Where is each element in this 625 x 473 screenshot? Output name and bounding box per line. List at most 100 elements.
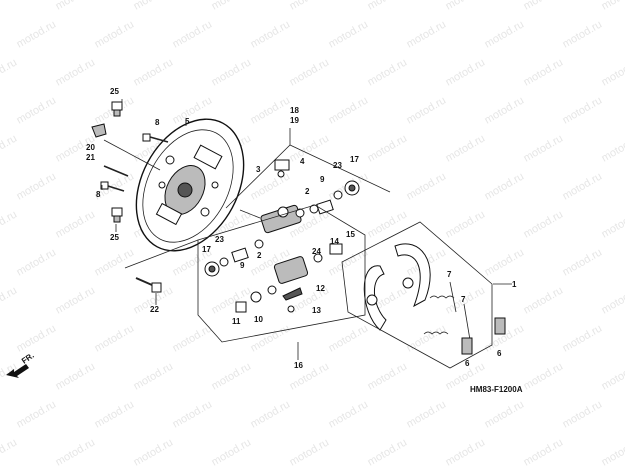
callout-3: 3 [256, 165, 261, 174]
watermark-text: motod.ru [54, 56, 98, 88]
watermark-text: motod.ru [522, 132, 566, 164]
watermark-text: motod.ru [522, 0, 566, 13]
watermark-text: motod.ru [15, 18, 59, 50]
watermark-text: motod.ru [132, 436, 176, 468]
part-20-clip [92, 124, 106, 137]
watermark-text: motod.ru [327, 398, 371, 430]
watermark-text: motod.ru [405, 398, 449, 430]
watermark-text: motod.ru [561, 322, 605, 354]
watermark-text: motod.ru [171, 398, 215, 430]
watermark-text: motod.ru [561, 94, 605, 126]
callout-18: 18 [290, 106, 299, 115]
callout-2-lower: 2 [257, 251, 262, 260]
watermark-text: motod.ru [483, 94, 527, 126]
watermark-text: motod.ru [405, 94, 449, 126]
watermark-text: motod.ru [444, 56, 488, 88]
watermark-text: motod.ru [288, 56, 332, 88]
watermark-text: motod.ru [210, 0, 254, 13]
diagram-code: HM83-F1200A [470, 385, 523, 394]
watermark-text: motod.ru [444, 132, 488, 164]
watermark-text: motod.ru [0, 132, 19, 164]
watermark-text: motod.ru [600, 56, 625, 88]
callout-1: 1 [512, 280, 517, 289]
callout-15: 15 [346, 230, 355, 239]
watermark-text: motod.ru [210, 360, 254, 392]
watermark-text: motod.ru [327, 94, 371, 126]
watermark-text: motod.ru [132, 0, 176, 13]
watermark-text: motod.ru [15, 322, 59, 354]
watermark-text: motod.ru [210, 436, 254, 468]
callout-6-left: 6 [465, 359, 470, 368]
watermark-text: motod.ru [15, 398, 59, 430]
watermark-text: motod.ru [0, 0, 19, 13]
callout-23-lower: 23 [215, 235, 224, 244]
callout-20: 20 [86, 143, 95, 152]
callout-2-upper: 2 [305, 187, 310, 196]
watermark-text: motod.ru [54, 436, 98, 468]
callout-17-upper: 17 [350, 155, 359, 164]
watermark-text: motod.ru [327, 18, 371, 50]
watermark-text: motod.ru [522, 56, 566, 88]
callout-25-top: 25 [110, 87, 119, 96]
watermark-text: motod.ru [444, 436, 488, 468]
watermark-text: motod.ru [405, 18, 449, 50]
watermark-text: motod.ru [54, 208, 98, 240]
callout-7-upper: 7 [447, 270, 452, 279]
callout-16: 16 [294, 361, 303, 370]
watermark-text: motod.ru [54, 284, 98, 316]
watermark-text: motod.ru [366, 132, 410, 164]
callout-24: 24 [312, 247, 321, 256]
watermark-text: motod.ru [405, 322, 449, 354]
callout-6-right: 6 [497, 349, 502, 358]
watermark-text: motod.ru [483, 18, 527, 50]
watermark-text: motod.ru [600, 132, 625, 164]
watermark-text: motod.ru [288, 132, 332, 164]
watermark-text: motod.ru [483, 246, 527, 278]
watermark-text: motod.ru [210, 56, 254, 88]
watermark-text: motod.ru [366, 208, 410, 240]
watermark-text: motod.ru [132, 56, 176, 88]
watermark-text: motod.ru [366, 0, 410, 13]
callout-7-lower: 7 [461, 295, 466, 304]
watermark-text: motod.ru [366, 56, 410, 88]
watermark-text: motod.ru [288, 436, 332, 468]
callout-11: 11 [232, 317, 241, 326]
watermark-text: motod.ru [132, 360, 176, 392]
callout-21: 21 [86, 153, 95, 162]
callout-12: 12 [316, 284, 325, 293]
callout-9-lower: 9 [240, 261, 245, 270]
watermark-text: motod.ru [93, 322, 137, 354]
callout-5: 5 [185, 117, 190, 126]
watermark-text: motod.ru [288, 0, 332, 13]
watermark-text: motod.ru [522, 436, 566, 468]
watermark-text: motod.ru [483, 398, 527, 430]
watermark-text: motod.ru [15, 246, 59, 278]
watermark-text: motod.ru [522, 360, 566, 392]
watermark-text: motod.ru [561, 170, 605, 202]
watermark-text: motod.ru [522, 208, 566, 240]
watermark-text: motod.ru [249, 170, 293, 202]
watermark-text: motod.ru [522, 284, 566, 316]
watermark-text: motod.ru [444, 0, 488, 13]
callout-4: 4 [300, 157, 305, 166]
watermark-text: motod.ru [0, 436, 19, 468]
watermark-text: motod.ru [366, 360, 410, 392]
watermark-text: motod.ru [15, 94, 59, 126]
watermark-text: motod.ru [600, 360, 625, 392]
callout-14: 14 [330, 237, 339, 246]
brake-panel [115, 101, 265, 270]
watermark-text: motod.ru [561, 246, 605, 278]
callout-22: 22 [150, 305, 159, 314]
callout-10: 10 [254, 315, 263, 324]
callout-19: 19 [290, 116, 299, 125]
callout-8-top: 8 [155, 118, 160, 127]
watermark-text: motod.ru [210, 284, 254, 316]
watermark-text: motod.ru [0, 208, 19, 240]
watermark-text: motod.ru [327, 322, 371, 354]
watermark-text: motod.ru [249, 18, 293, 50]
watermark-text: motod.ru [561, 18, 605, 50]
watermark-text: motod.ru [249, 322, 293, 354]
